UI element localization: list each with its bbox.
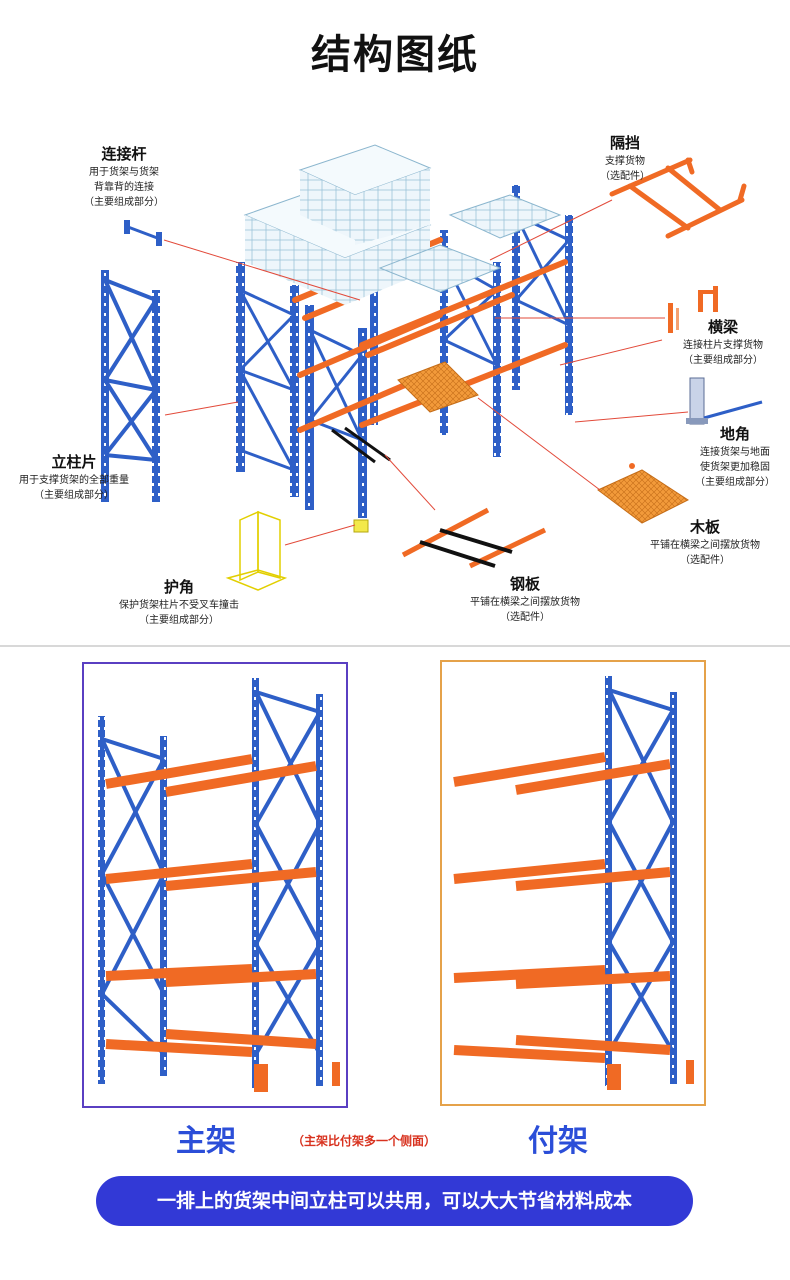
assembled-rack [236,144,573,533]
label-connector: 连接杆 用于货架与货架 背靠背的连接 （主要组成部分） [84,145,164,208]
sub-rack-illustration [453,676,694,1090]
goods-stack [243,144,432,305]
pallets [378,194,562,293]
label-corner-guard: 护角 保护货架柱片不受叉车撞击 （主要组成部分） [119,578,239,626]
exploded-rack-diagram [101,144,763,591]
label-divider: 隔挡 支撑货物 （选配件） [600,134,650,182]
benefit-banner: 一排上的货架中间立柱可以共用，可以大大节省材料成本 [96,1176,693,1226]
label-steel-board: 钢板 平铺在横梁之间摆放货物 （选配件） [470,575,580,623]
main-rack-caption: 主架 [176,1124,236,1159]
label-wood-board: 木板 平铺在横梁之间摆放货物 （选配件） [650,518,760,566]
main-rack-frame [82,662,348,1108]
section-divider [0,645,790,647]
steel-board-part [401,507,547,569]
main-rack-illustration [98,678,340,1092]
divider-part [609,157,747,239]
label-foot: 地角 连接货架与地面 使货架更加稳固 （主要组成部分） [695,425,775,488]
leader-lines [163,199,689,546]
beam-parts [668,286,718,333]
foot-part [686,377,763,425]
wood-board-part [597,463,690,524]
comparison-note: （主架比付架多一个侧面） [292,1134,437,1148]
standalone-upright-frame [101,270,160,502]
label-upright: 立柱片 用于支撑货架的全部重量 （主要组成部分） [19,453,129,501]
page-title: 结构图纸 [311,32,479,78]
label-beam: 横梁 连接柱片支撑货物 （主要组成部分） [683,318,763,366]
sub-rack-frame [440,660,706,1106]
connector-rod [124,220,162,246]
corner-guard-part [225,510,288,591]
sub-rack-caption: 付架 [528,1124,588,1159]
